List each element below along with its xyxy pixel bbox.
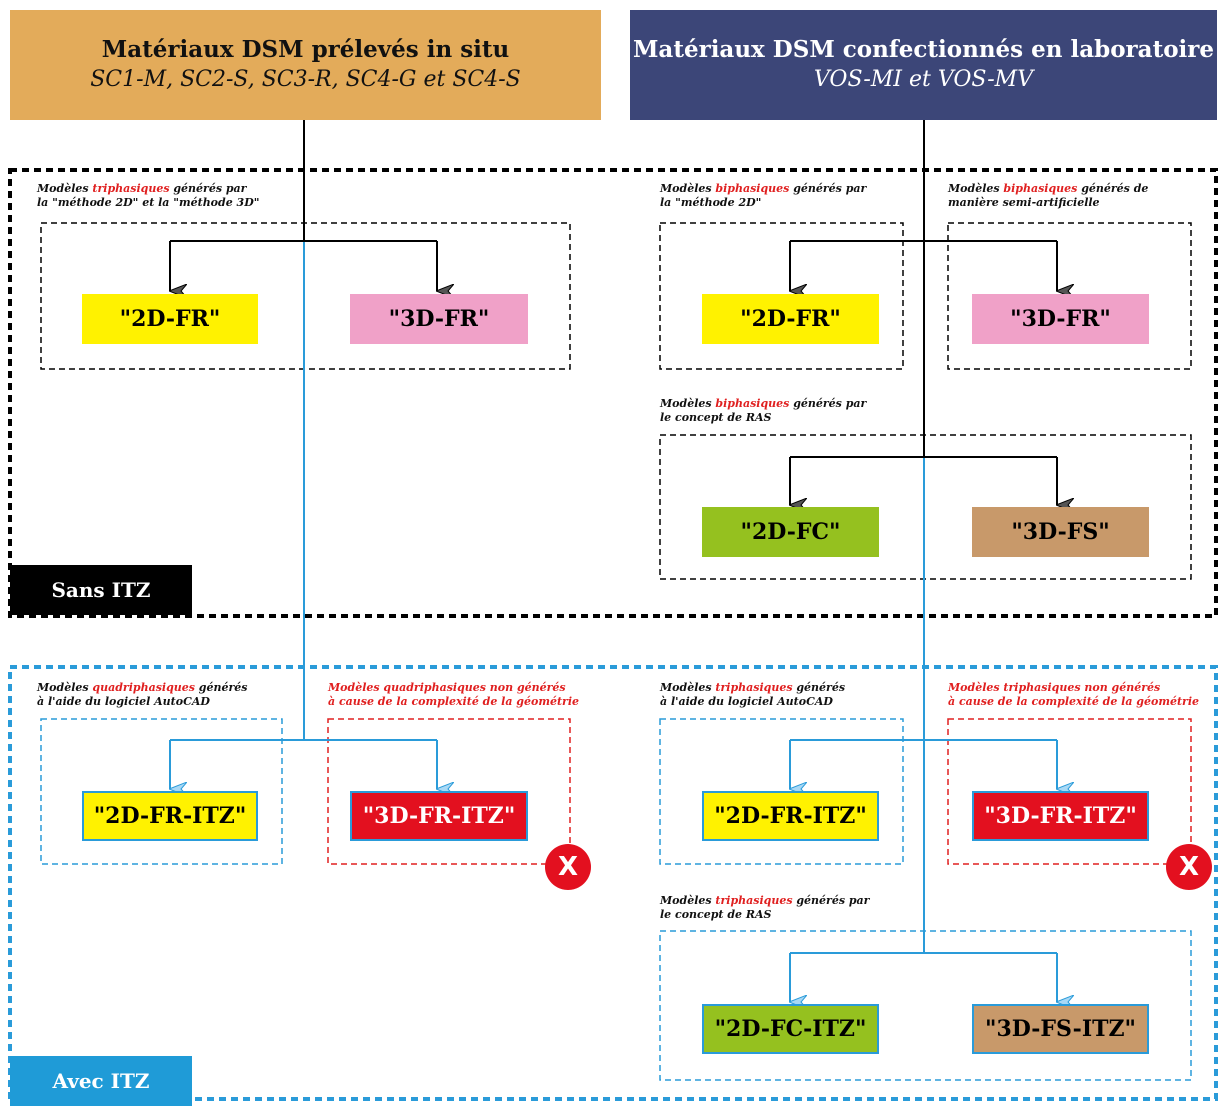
source-title: Matériaux DSM confectionnés en laboratoi… (632, 36, 1215, 63)
source-title: Matériaux DSM prélevés in situ (101, 36, 510, 63)
model-box-3d-fs: "3D-FS" (972, 507, 1149, 557)
x-mark-icon: X (1178, 852, 1200, 882)
group-caption: Modèles triphasiques générés à l'aide du… (660, 681, 846, 708)
group-caption: Modèles biphasiques générés par la "méth… (660, 182, 867, 209)
sans-right-b-group-frame (947, 222, 1192, 370)
model-box-2d-fc: "2D-FC" (702, 507, 879, 557)
sans-itz-frame (8, 168, 1218, 618)
section-label-avec-itz: Avec ITZ (10, 1056, 192, 1106)
group-caption: Modèles quadriphasiques générés à l'aide… (37, 681, 248, 708)
group-caption: Modèles triphasiques générés par la "mét… (37, 182, 260, 209)
x-mark-icon: X (557, 852, 579, 882)
sans-ras-group-frame (659, 434, 1192, 580)
model-box-2d-fr-itz: "2D-FR-ITZ" (82, 791, 258, 841)
source-box-laboratoire: Matériaux DSM confectionnés en laboratoi… (630, 10, 1217, 120)
model-box-3d-fr: "3D-FR" (972, 294, 1149, 344)
model-box-2d-fr: "2D-FR" (82, 294, 258, 344)
group-caption: Modèles biphasiques générés de manière s… (948, 182, 1149, 209)
model-box-2d-fr: "2D-FR" (702, 294, 879, 344)
source-subtitle: SC1-M, SC2-S, SC3-R, SC4-G et SC4-S (90, 67, 521, 92)
model-box-3d-fr: "3D-FR" (350, 294, 528, 344)
group-caption-not-generated: Modèles quadriphasiques non générés à ca… (328, 681, 580, 708)
model-box-3d-fr-itz: "3D-FR-ITZ" (972, 791, 1149, 841)
source-box-in-situ: Matériaux DSM prélevés in situ SC1-M, SC… (10, 10, 601, 120)
not-generated-icon: X (1166, 844, 1212, 890)
model-box-2d-fc-itz: "2D-FC-ITZ" (702, 1004, 879, 1054)
source-subtitle: VOS-MI et VOS-MV (813, 67, 1034, 92)
group-caption: Modèles biphasiques générés par le conce… (660, 397, 867, 424)
sans-left-group-frame (40, 222, 571, 370)
group-caption: Modèles triphasiques générés par le conc… (660, 894, 870, 921)
not-generated-icon: X (545, 844, 591, 890)
model-box-3d-fr-itz: "3D-FR-ITZ" (350, 791, 528, 841)
section-label-sans-itz: Sans ITZ (10, 565, 192, 615)
avec-right-group-frame (659, 718, 904, 865)
model-box-2d-fr-itz: "2D-FR-ITZ" (702, 791, 879, 841)
sans-right-a-group-frame (659, 222, 904, 370)
group-caption-not-generated: Modèles triphasiques non générés à cause… (948, 681, 1200, 708)
avec-right-ng-group-frame (947, 718, 1192, 865)
avec-left-group-frame (40, 718, 283, 865)
avec-left-ng-group-frame (327, 718, 571, 865)
avec-itz-frame (8, 665, 1218, 1101)
model-box-3d-fs-itz: "3D-FS-ITZ" (972, 1004, 1149, 1054)
avec-ras-group-frame (659, 930, 1192, 1081)
